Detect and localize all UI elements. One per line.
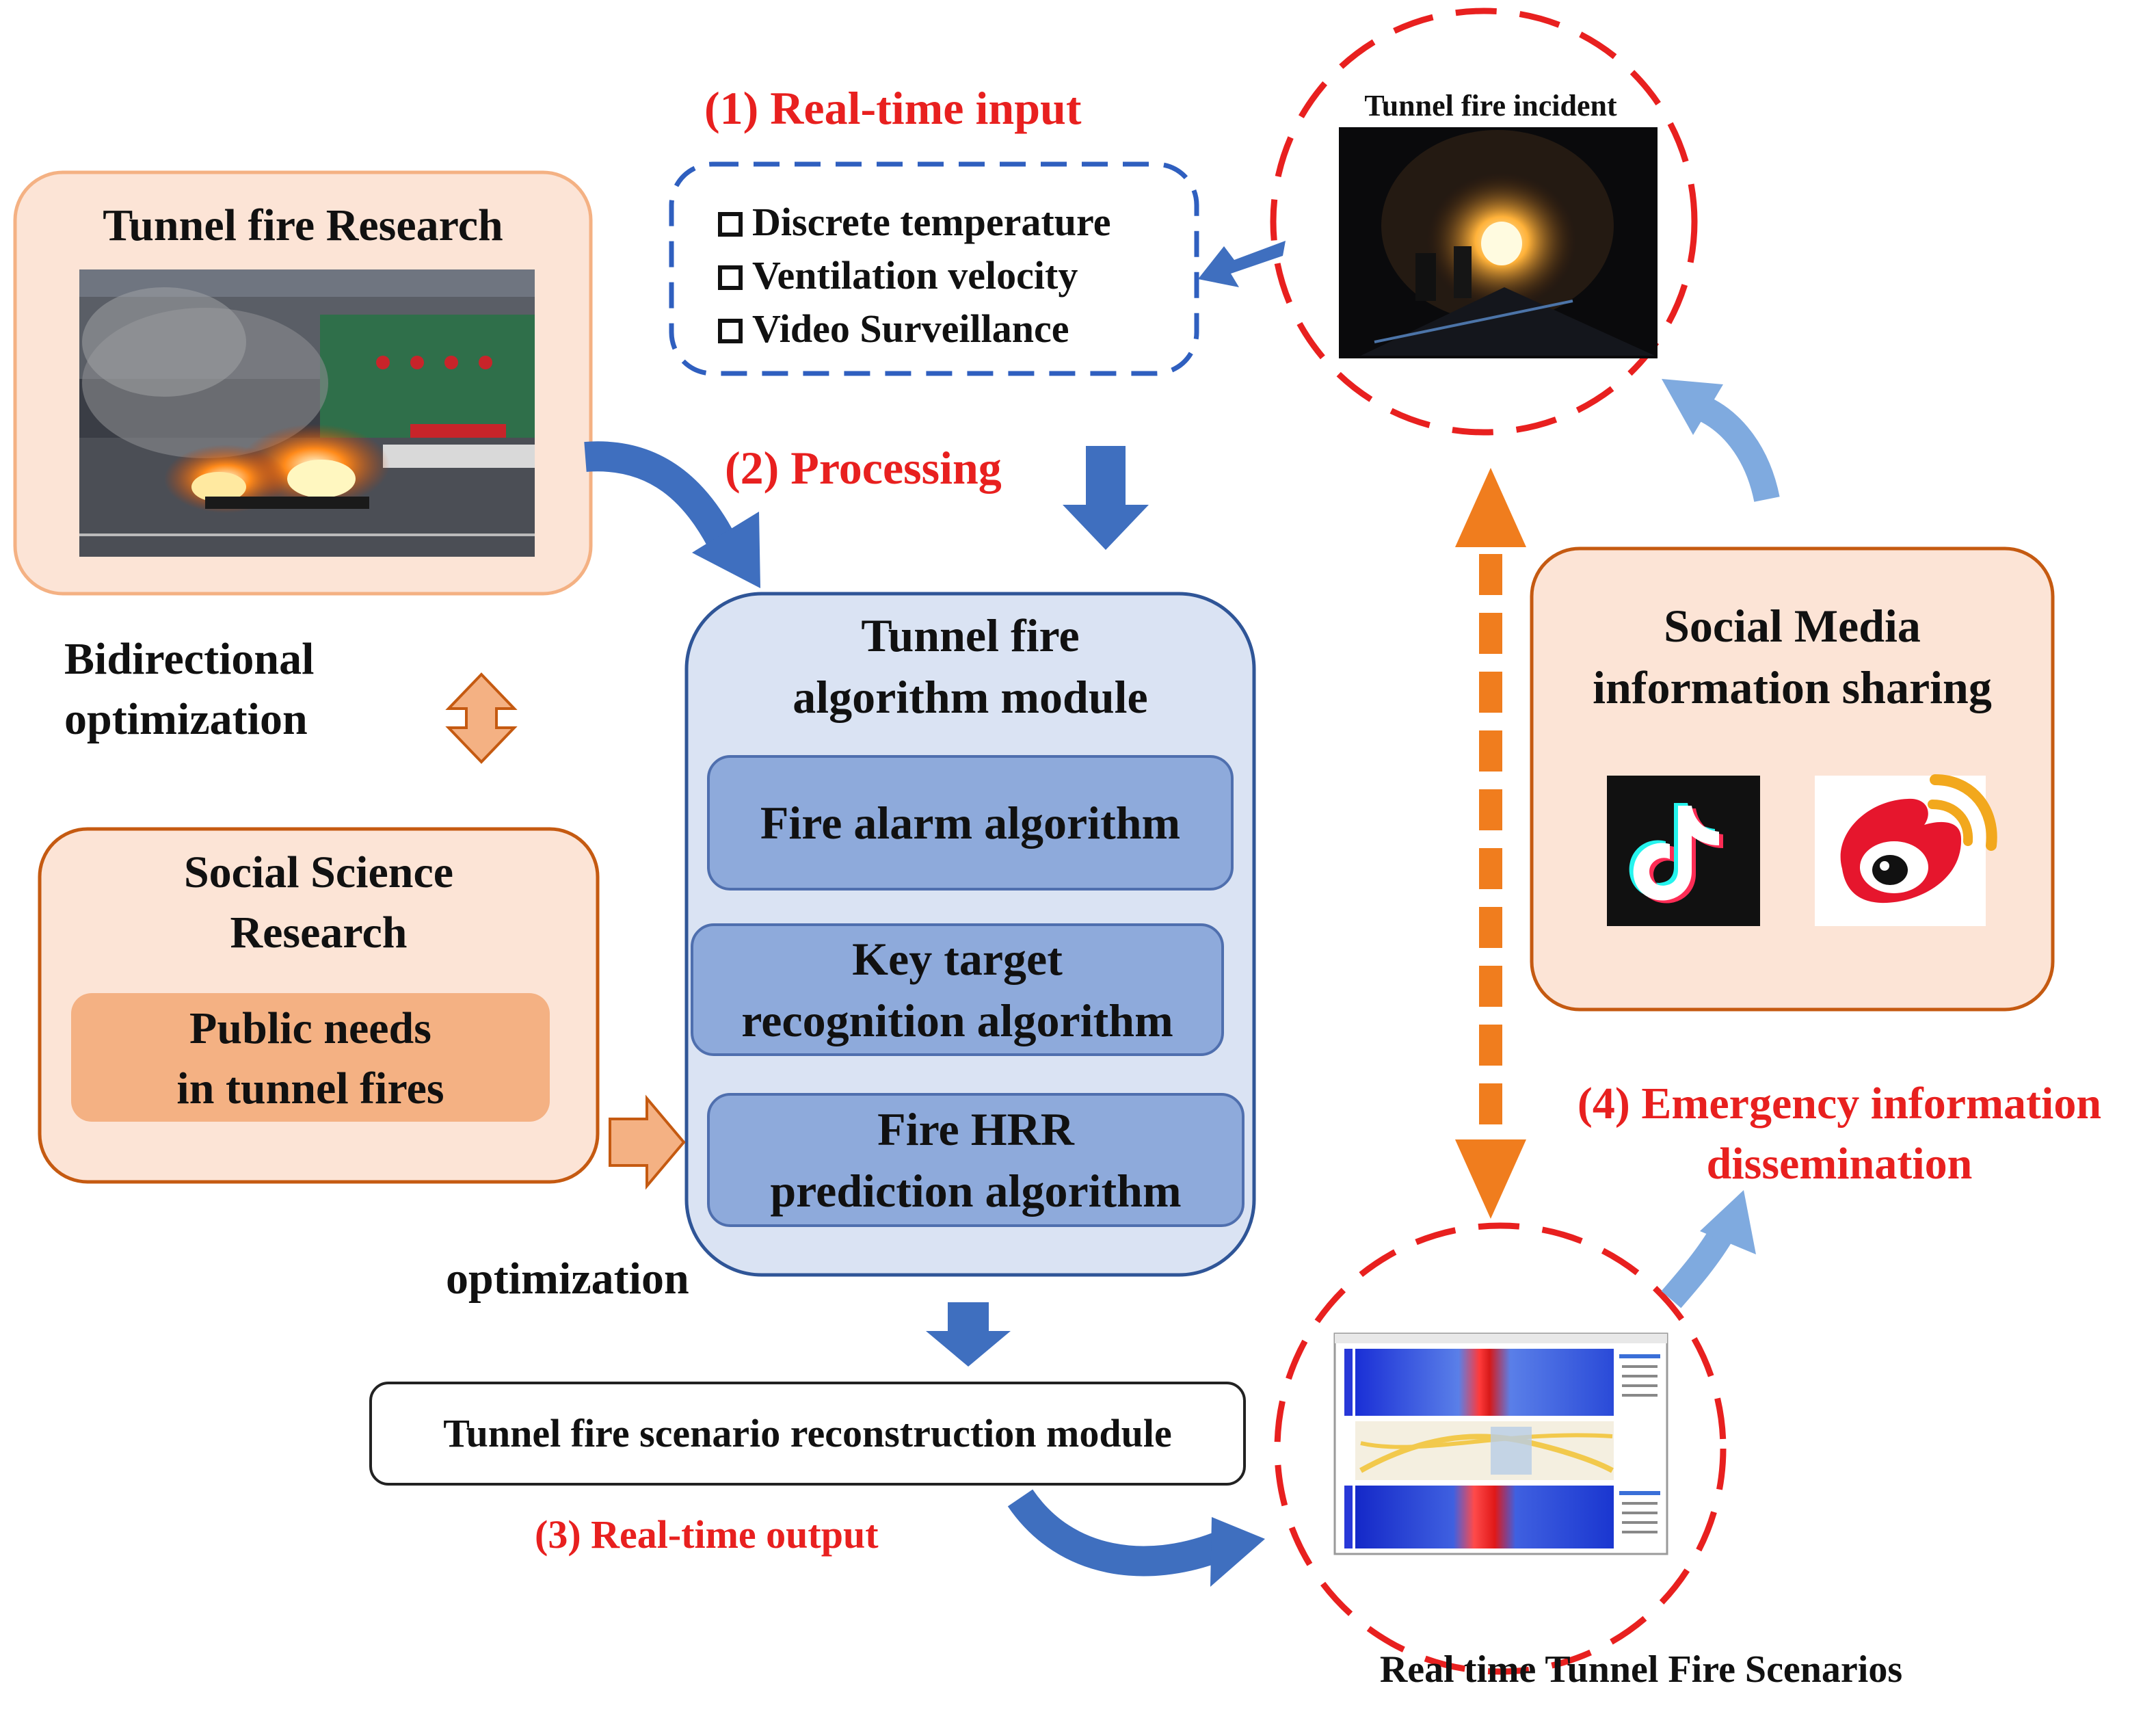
incident-dashed-circle	[1270, 8, 1698, 436]
input-item-label: Video Surveillance	[752, 306, 1069, 351]
bidirectional-line2: optimization	[64, 694, 308, 744]
scenarios-dashed-circle	[1274, 1222, 1727, 1675]
arrow-social-media-to-incident	[1662, 379, 1780, 503]
fire-alarm-algorithm-label: Fire alarm algorithm	[760, 797, 1181, 849]
checkbox-icon	[718, 319, 743, 343]
social-media-line1: Social Media	[1664, 600, 1921, 652]
real-time-output-heading: (3) Real-time output	[535, 1512, 879, 1557]
bidirectional-line1: Bidirectional	[64, 634, 315, 684]
arrow-module-to-reconstruction	[926, 1302, 1011, 1367]
tiktok-icon	[1607, 776, 1760, 926]
tunnel-fire-research-photo	[79, 269, 535, 557]
algorithm-module-title: Tunnel fire algorithm module	[687, 605, 1254, 728]
checkbox-icon	[718, 212, 743, 237]
fire-alarm-algorithm-box: Fire alarm algorithm	[707, 755, 1234, 891]
public-needs-line2: in tunnel fires	[176, 1064, 444, 1113]
real-time-input-heading: (1) Real-time input	[704, 82, 1082, 134]
optimization-label: optimization	[446, 1254, 689, 1304]
arrow-output-to-scenarios	[1007, 1489, 1265, 1587]
arrow-scenarios-incident-orange	[1455, 468, 1526, 1219]
emergency-dissemination-heading: (4) Emergency information dissemination	[1532, 1074, 2147, 1194]
tunnel-fire-incident-photo	[1339, 127, 1658, 358]
input-item-ventilation: Ventilation velocity	[718, 249, 1190, 302]
algorithm-module-title-line1: Tunnel fire	[861, 609, 1080, 661]
real-time-input-list: Discrete temperature Ventilation velocit…	[718, 196, 1190, 356]
public-needs-line1: Public needs	[189, 1003, 431, 1053]
processing-heading: (2) Processing	[725, 442, 1002, 494]
input-item-temperature: Discrete temperature	[718, 196, 1190, 249]
arrow-social-to-module	[609, 1094, 686, 1190]
social-media-title: Social Media information sharing	[1532, 595, 2053, 718]
key-target-recognition-algorithm-box: Key target recognition algorithm	[691, 923, 1224, 1056]
dissemination-line1: (4) Emergency information	[1577, 1079, 2102, 1129]
fire-hrr-line2: prediction algorithm	[770, 1165, 1182, 1217]
dissemination-line2: dissemination	[1706, 1139, 1973, 1189]
reconstruction-module-label: Tunnel fire scenario reconstruction modu…	[443, 1411, 1172, 1455]
input-item-video: Video Surveillance	[718, 302, 1190, 356]
key-target-line2: recognition algorithm	[741, 994, 1173, 1046]
reconstruction-module-box	[369, 1382, 1246, 1486]
social-science-research-title: Social Science Research	[40, 843, 598, 963]
tunnel-fire-incident-label: Tunnel fire incident	[1364, 89, 1617, 122]
arrow-incident-to-input	[1198, 241, 1286, 287]
social-media-line2: information sharing	[1593, 661, 1992, 713]
social-science-line1: Social Science	[183, 847, 454, 897]
fire-hrr-prediction-algorithm-box: Fire HRR prediction algorithm	[707, 1093, 1245, 1227]
real-time-scenarios-caption: Real time Tunnel Fire Scenarios	[1379, 1648, 1903, 1691]
social-science-line2: Research	[230, 908, 408, 958]
scenario-screenshot	[1333, 1332, 1668, 1555]
bidirectional-optimization-label: Bidirectional optimization	[64, 629, 406, 750]
fire-hrr-line1: Fire HRR	[877, 1103, 1074, 1155]
public-needs-box	[71, 993, 550, 1122]
arrow-processing-down	[1063, 446, 1149, 550]
arrow-scenarios-to-dissemination	[1661, 1190, 1756, 1308]
input-item-label: Discrete temperature	[752, 200, 1111, 244]
weibo-icon	[1815, 774, 1997, 926]
public-needs-label: Public needs in tunnel fires	[71, 999, 550, 1119]
real-time-input-box	[669, 161, 1199, 376]
tunnel-fire-research-title: Tunnel fire Research	[103, 200, 503, 250]
checkbox-icon	[718, 265, 743, 290]
algorithm-module-title-line2: algorithm module	[793, 671, 1148, 723]
arrow-bidirectional	[445, 672, 518, 764]
input-item-label: Ventilation velocity	[752, 253, 1078, 298]
arrow-research-to-module	[584, 441, 760, 588]
key-target-line1: Key target	[852, 933, 1063, 985]
